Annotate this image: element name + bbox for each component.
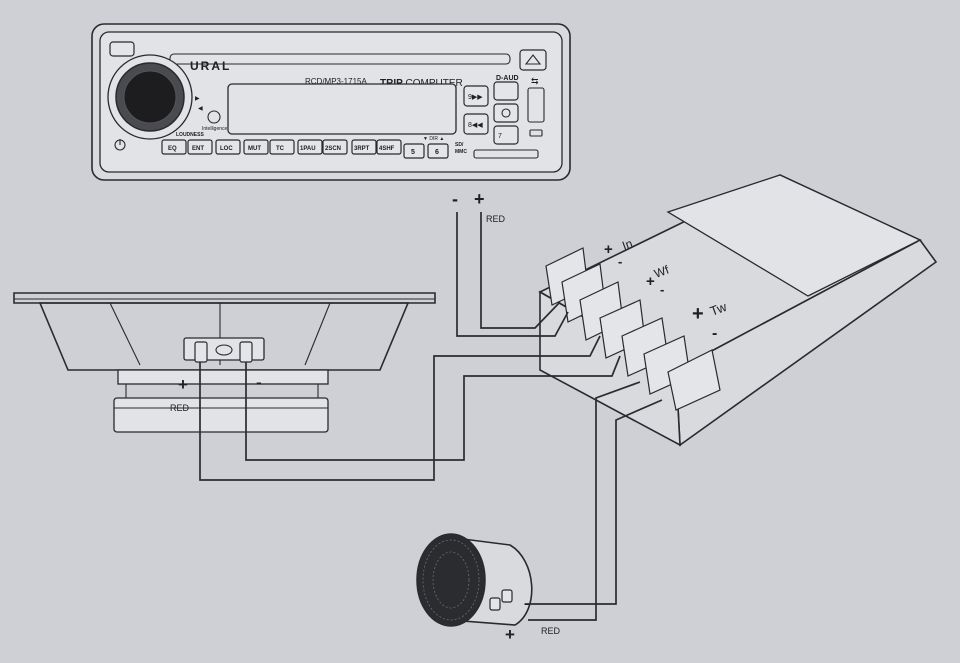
mut-label: MUT (248, 146, 261, 152)
usb-port[interactable] (527, 87, 545, 123)
eq-label: EQ (168, 146, 177, 152)
in-label: In (620, 236, 634, 253)
woofer-minus-terminal (239, 341, 253, 363)
shf-button[interactable] (376, 139, 402, 155)
release-button[interactable] (109, 41, 135, 57)
menu-indicator: ◀ (198, 106, 203, 112)
tweeter-red-label: RED (541, 626, 561, 636)
tweeter-mesh-inner (432, 551, 470, 609)
lcd-display (227, 83, 457, 135)
clock-icon (501, 108, 511, 118)
source-plus: + (474, 189, 485, 209)
wire-tw-plus (528, 381, 641, 621)
tweeter-minus-terminal (501, 589, 513, 603)
intelligence-label: Intelligence (202, 126, 228, 132)
volume-knob[interactable] (123, 70, 177, 124)
clock-button[interactable] (493, 103, 519, 123)
wf-plus-sign: + (646, 273, 655, 290)
woofer-basket (38, 302, 410, 371)
sd-mmc-label-2: MMC (455, 149, 467, 155)
eject-button[interactable] (519, 49, 547, 71)
tc-label: TC (276, 146, 285, 152)
mut-button[interactable] (243, 139, 269, 155)
scn-label: 2SCN (325, 146, 341, 152)
knob-indicator: ▶ (195, 96, 200, 102)
preset-6-label: 6 (435, 149, 439, 156)
tw-label: Tw (708, 299, 729, 319)
preset-6-button[interactable] (427, 143, 449, 159)
rpt-label: 3RPT (354, 146, 370, 152)
aux-port[interactable] (529, 129, 543, 137)
d-aud-label: D-AUD (496, 75, 519, 82)
eject-icon (524, 54, 542, 65)
button-row: EQ ENT LOC MUT TC 1PAU 2SCN 3RPT 4SHF 5 … (161, 139, 449, 159)
tweeter-plus-terminal (489, 597, 501, 611)
woofer-plus-terminal (194, 341, 208, 363)
preset-8-button[interactable] (493, 81, 519, 101)
wire-in-plus (480, 212, 561, 329)
woofer-rim (13, 292, 436, 304)
rpt-button[interactable] (351, 139, 377, 155)
wire-wf-plus (199, 335, 601, 481)
seek-forward-button[interactable] (463, 85, 489, 107)
seek-back-label: 8◀◀ (468, 122, 483, 129)
woofer-plus-sign: + (178, 375, 188, 394)
wire-tw-minus (528, 399, 663, 605)
brand-logo: URAL (190, 59, 231, 73)
woofer-minus-sign: - (256, 373, 262, 392)
in-minus-sign: - (618, 254, 622, 269)
crossover-terminals (545, 247, 721, 411)
tweeter-minus-sign: - (524, 595, 529, 612)
source-minus: - (452, 189, 458, 209)
tweeter (416, 533, 533, 627)
preset-5-button[interactable] (403, 143, 425, 159)
loc-label: LOC (220, 146, 233, 152)
tw-plus-sign: + (692, 303, 704, 325)
model-label: RCD/MP3-1715A (305, 77, 367, 86)
wf-label: Wf (652, 262, 671, 280)
seek-forward-label: 9▶▶ (468, 94, 483, 101)
sd-card-slot[interactable] (473, 149, 539, 159)
preset-5-label: 5 (411, 149, 415, 156)
terminal-tw-extra (667, 349, 721, 411)
woofer-plate (117, 369, 329, 385)
woofer-red-label: RED (170, 403, 190, 413)
pau-label: 1PAU (300, 146, 316, 152)
loudness-label: LOUDNESS (176, 132, 204, 138)
sd-mmc-label-1: SD/ (455, 142, 464, 148)
tw-minus-sign: - (712, 325, 717, 342)
wf-minus-sign: - (660, 282, 664, 297)
seek-back-button[interactable] (463, 113, 489, 135)
woofer-terminal-center (215, 344, 233, 356)
eq-button[interactable] (161, 139, 187, 155)
cd-slot (169, 53, 511, 65)
intelligence-icon (207, 110, 221, 124)
wire-in-minus (456, 212, 569, 337)
tc-button[interactable] (269, 139, 295, 155)
woofer-magnet (113, 397, 329, 433)
woofer (13, 292, 436, 433)
pau-button[interactable] (297, 139, 323, 155)
preset-7-button[interactable] (493, 125, 519, 145)
tweeter-mesh (422, 539, 480, 621)
tweeter-plus-sign: + (505, 625, 515, 644)
wire-wf-minus (245, 355, 621, 461)
crossover (538, 174, 938, 447)
scn-button[interactable] (322, 139, 348, 155)
wires (199, 212, 663, 621)
shf-label: 4SHF (379, 146, 395, 152)
ent-label: ENT (192, 146, 204, 152)
ent-button[interactable] (187, 139, 213, 155)
dir-label: ▼ DIR ▲ (423, 136, 444, 142)
in-plus-sign: + (604, 241, 613, 258)
head-unit: URAL RCD/MP3-1715A TRIP COMPUTER D-AUD 9… (91, 23, 571, 181)
usb-icon: ⇆ (531, 76, 539, 86)
source-red-label: RED (486, 214, 506, 224)
preset-7-label: 7 (498, 133, 502, 140)
loc-button[interactable] (215, 139, 241, 155)
tweeter-grille (416, 533, 486, 627)
